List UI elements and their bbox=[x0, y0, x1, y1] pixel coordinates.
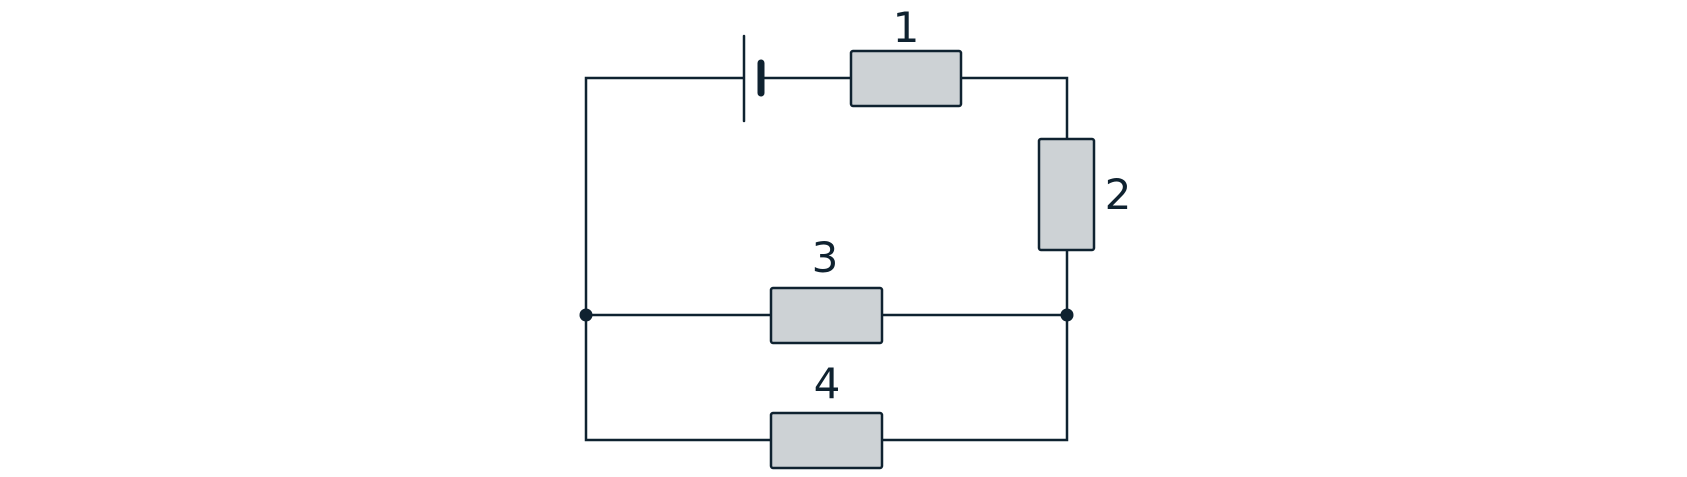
wire-right bbox=[880, 248, 1069, 442]
resistor-2 bbox=[1037, 137, 1096, 252]
junction-right bbox=[1060, 308, 1074, 322]
resistor-3 bbox=[769, 286, 884, 345]
resistor-1-label: 1 bbox=[893, 3, 920, 52]
resistor-1 bbox=[849, 49, 963, 108]
resistor-3-label: 3 bbox=[812, 233, 839, 282]
battery-icon bbox=[742, 34, 765, 123]
resistor-4 bbox=[769, 411, 884, 470]
resistor-2-label: 2 bbox=[1105, 170, 1132, 219]
wire-r1-to-r2 bbox=[959, 76, 1069, 141]
junction-left bbox=[579, 308, 593, 322]
wire-left bbox=[584, 76, 774, 442]
resistor-4-label: 4 bbox=[814, 359, 841, 408]
